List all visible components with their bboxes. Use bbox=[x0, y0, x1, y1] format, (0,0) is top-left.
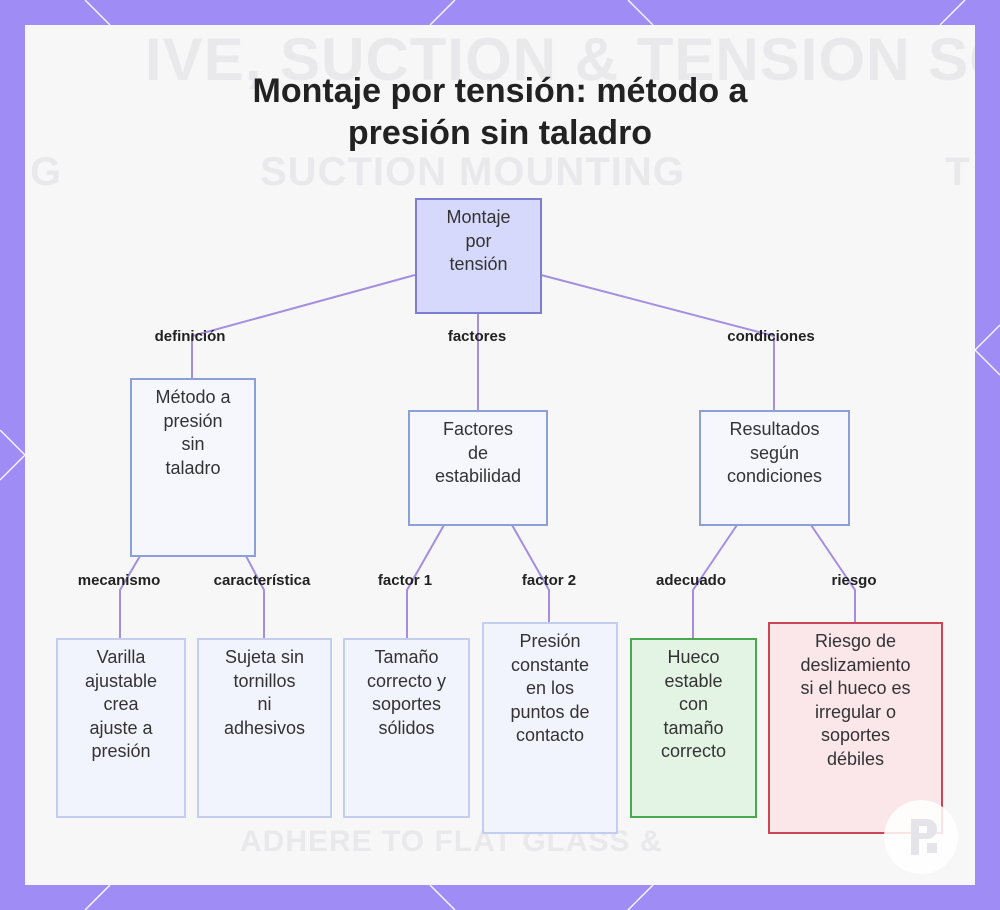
edge-label-factores: factores bbox=[447, 328, 507, 345]
node-text-line: por bbox=[465, 230, 492, 251]
node-text-line: constante bbox=[510, 654, 590, 675]
edge-label-factor2: factor 2 bbox=[521, 572, 577, 589]
node-factor2: Presión constante en los puntos de contacto bbox=[482, 622, 618, 834]
edge-factors-factor2 bbox=[511, 524, 550, 622]
edge-label-factor1: factor 1 bbox=[377, 572, 433, 589]
node-text-line: Riesgo de bbox=[814, 631, 897, 651]
diagram-title: Montaje por tensión: método a presión si… bbox=[0, 70, 1000, 154]
brand-logo-mark-icon bbox=[911, 819, 937, 855]
node-text-line: ni bbox=[257, 694, 272, 714]
node-text-line: según bbox=[749, 442, 800, 463]
node-text-line: irregular o bbox=[814, 701, 897, 722]
node-text-line: deslizamiento bbox=[800, 654, 911, 675]
edge-definition-mechanism bbox=[119, 555, 141, 638]
node-definition: Método a presión sin taladro bbox=[130, 378, 256, 557]
node-text-line: presión bbox=[163, 410, 223, 431]
edge-label-condiciones: condiciones bbox=[727, 328, 815, 345]
title-line-2: presión sin taladro bbox=[347, 114, 653, 152]
node-text-line: tensión bbox=[449, 254, 508, 274]
node-text-line: crea bbox=[103, 694, 139, 714]
node-feature: Sujeta sin tornillos ni adhesivos bbox=[197, 638, 332, 818]
node-adequate: Hueco estable con tamaño correcto bbox=[630, 638, 757, 818]
node-text-line: presión bbox=[91, 741, 151, 761]
edge-label-mecanismo: mecanismo bbox=[77, 572, 161, 589]
node-text-line: contacto bbox=[515, 725, 585, 745]
background-text-top: IVE, SUCTION & TENSION SOLU bbox=[145, 26, 975, 93]
node-text-line: ajuste a bbox=[89, 717, 153, 738]
node-text-line: Varilla bbox=[96, 647, 146, 667]
node-text-line: condiciones bbox=[726, 466, 823, 486]
background-text-middle: SUCTION MOUNTING bbox=[260, 150, 685, 194]
node-text-line: estable bbox=[664, 670, 723, 691]
edge-label-definicion: definición bbox=[154, 328, 226, 345]
node-text-line: correcto bbox=[660, 741, 727, 761]
node-text-line: sólidos bbox=[378, 717, 435, 738]
node-text-line: Tamaño bbox=[374, 647, 439, 667]
node-text-line: soportes bbox=[820, 725, 891, 745]
node-text-line: estabilidad bbox=[434, 466, 522, 486]
node-text-line: Resultados bbox=[729, 419, 820, 439]
node-text-line: puntos de bbox=[510, 701, 590, 722]
edge-label-riesgo: riesgo bbox=[831, 572, 877, 589]
node-text-line: Sujeta sin bbox=[224, 647, 305, 667]
node-text-line: si el hueco es bbox=[800, 678, 911, 698]
node-text-line: Factores bbox=[442, 419, 514, 439]
edge-results-adequate bbox=[692, 524, 738, 638]
edge-results-risk bbox=[810, 524, 856, 622]
edge-root-results bbox=[540, 274, 775, 410]
node-mechanism: Varilla ajustable crea ajuste a presión bbox=[56, 638, 186, 818]
node-text-line: Montaje bbox=[446, 207, 511, 227]
node-text-line: taladro bbox=[165, 457, 221, 478]
background-text-right: T bbox=[945, 150, 971, 194]
edge-factors-factor1 bbox=[406, 524, 445, 638]
node-text-line: Presión bbox=[519, 631, 581, 651]
node-text-line: Hueco bbox=[667, 647, 720, 667]
node-text-line: en los bbox=[525, 678, 575, 698]
node-text-line: tamaño bbox=[663, 717, 724, 738]
node-factors: Factores de estabilidad bbox=[408, 410, 548, 526]
node-text-line: débiles bbox=[826, 748, 885, 769]
title-line-1: Montaje por tensión: método a bbox=[252, 72, 748, 110]
node-text-line: sin bbox=[181, 434, 205, 454]
node-factor1: Tamaño correcto y soportes sólidos bbox=[343, 638, 470, 818]
background-text-left: G bbox=[30, 150, 63, 194]
node-text-line: ajustable bbox=[84, 670, 158, 691]
edge-root-definition bbox=[191, 274, 416, 379]
node-text-line: Método a bbox=[155, 387, 231, 407]
node-text-line: adhesivos bbox=[223, 717, 306, 738]
node-root: Montaje por tensión bbox=[415, 198, 542, 314]
node-risk: Riesgo de deslizamiento si el hueco es irre… bbox=[768, 622, 943, 834]
node-results: Resultados según condiciones bbox=[699, 410, 850, 526]
edge-definition-feature bbox=[245, 555, 265, 638]
edge-label-caracteristica: característica bbox=[213, 572, 311, 589]
node-text-line: correcto y bbox=[366, 670, 447, 691]
edge-label-adecuado: adecuado bbox=[655, 572, 727, 589]
node-text-line: soportes bbox=[371, 694, 442, 714]
node-text-line: tornillos bbox=[233, 670, 296, 691]
node-text-line: con bbox=[678, 694, 709, 714]
node-text-line: de bbox=[467, 442, 489, 463]
